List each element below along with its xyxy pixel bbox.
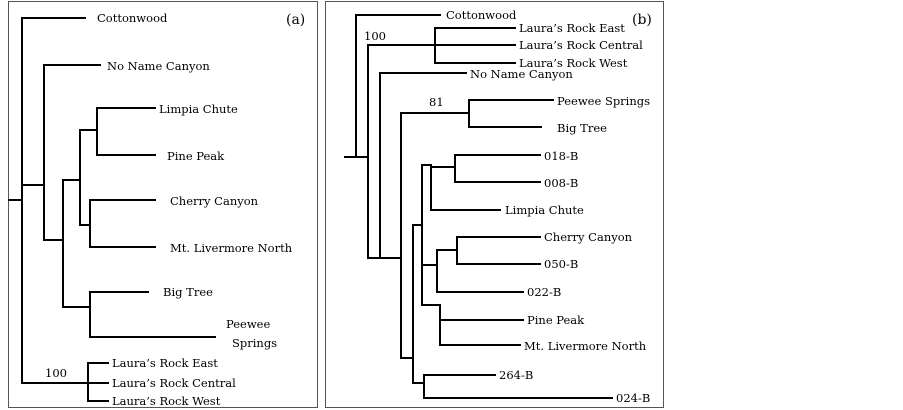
panel-a-tree — [8, 17, 216, 402]
leaf-a-peewee: Peewee — [226, 317, 270, 331]
leaf-b-008-b: 008-B — [544, 176, 578, 190]
leaf-b-018-b: 018-B — [544, 149, 578, 163]
leaf-b-pine-peak: Pine Peak — [527, 313, 585, 327]
leaf-b-no-name-canyon: No Name Canyon — [470, 67, 573, 81]
leaf-b-lauras-rock-central: Laura’s Rock Central — [519, 38, 643, 52]
panel-a-labels: (a) Cottonwood No Name Canyon Limpia Chu… — [45, 11, 305, 408]
panel-b-labels: (b) Cottonwood 100 Laura’s Rock East Lau… — [364, 8, 652, 405]
leaf-a-big-tree: Big Tree — [163, 285, 213, 299]
leaf-b-cottonwood: Cottonwood — [446, 8, 517, 22]
leaf-a-no-name-canyon: No Name Canyon — [107, 59, 210, 73]
leaf-b-050-b: 050-B — [544, 257, 578, 271]
leaf-b-limpia-chute: Limpia Chute — [505, 203, 584, 217]
leaf-b-peewee-springs: Peewee Springs — [557, 94, 650, 108]
leaf-b-lauras-rock-west: Laura’s Rock West — [519, 56, 628, 70]
leaf-a-cottonwood: Cottonwood — [97, 11, 168, 25]
leaf-a-springs: Springs — [232, 336, 277, 350]
leaf-b-264-b: 264-B — [499, 368, 533, 382]
bootstrap-b-100: 100 — [364, 29, 386, 43]
leaf-b-mt-livermore-north: Mt. Livermore North — [524, 339, 647, 353]
leaf-a-lauras-rock-central: Laura’s Rock Central — [112, 376, 236, 390]
leaf-a-limpia-chute: Limpia Chute — [159, 102, 238, 116]
panel-b-frame — [325, 1, 664, 408]
leaf-a-pine-peak: Pine Peak — [167, 149, 225, 163]
leaf-b-lauras-rock-east: Laura’s Rock East — [519, 21, 625, 35]
panel-b-label: (b) — [632, 12, 652, 28]
bootstrap-b-81: 81 — [429, 95, 444, 109]
bootstrap-a-100: 100 — [45, 366, 67, 380]
leaf-a-lauras-rock-east: Laura’s Rock East — [112, 356, 218, 370]
panel-a-label: (a) — [286, 12, 305, 28]
leaf-b-big-tree: Big Tree — [557, 121, 607, 135]
leaf-b-cherry-canyon: Cherry Canyon — [544, 230, 633, 244]
leaf-a-mt-livermore-north: Mt. Livermore North — [170, 241, 293, 255]
leaf-b-024-b: 024-B — [616, 391, 650, 405]
panel-b-tree — [344, 14, 613, 399]
leaf-a-lauras-rock-west: Laura’s Rock West — [112, 394, 221, 408]
panel-a-frame — [8, 1, 318, 408]
leaf-a-cherry-canyon: Cherry Canyon — [170, 194, 259, 208]
leaf-b-022-b: 022-B — [527, 285, 561, 299]
